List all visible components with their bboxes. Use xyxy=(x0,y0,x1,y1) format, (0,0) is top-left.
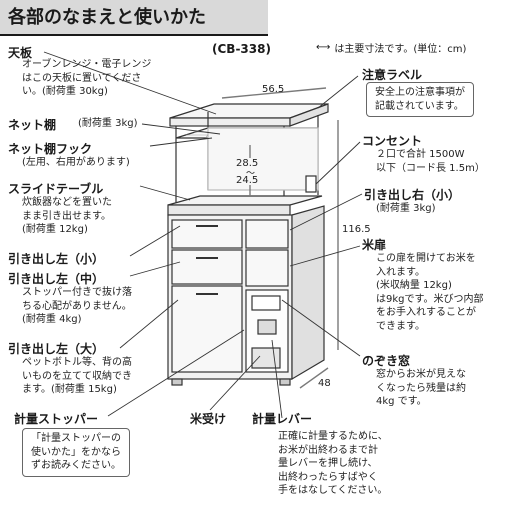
rice-tray-label: 米受け xyxy=(190,412,227,426)
dim-depth: 48 xyxy=(318,378,331,389)
stopper-label: 計量ストッパー xyxy=(14,412,99,426)
slide-table-label: スライドテーブル xyxy=(8,182,104,196)
drawer-left-large-label: 引き出し左（大） xyxy=(8,342,105,356)
net-shelf-label: ネット棚 xyxy=(8,118,57,132)
top-board-desc: オーブンレンジ・電子レンジ はこの天板に置いてくださ い。(耐荷重 30kg) xyxy=(22,59,152,97)
outlet-shape xyxy=(305,175,317,193)
dimension-arrow-icon: ⟷ xyxy=(316,42,331,53)
dim-shelf-h2: 24.5 xyxy=(236,175,259,186)
net-hook-label: ネット棚フック xyxy=(8,142,93,156)
lever-label: 計量レバー xyxy=(252,412,313,426)
dim-height: 116.5 xyxy=(342,224,371,235)
rice-door-desc: この扉を開けてお米を 入れます。 (米収納量 12kg) は9kgです。米びつ内… xyxy=(376,253,484,332)
window-label: のぞき窓 xyxy=(362,354,411,368)
rice-door-label: 米扉 xyxy=(362,238,387,252)
dim-shelf-tilde: 〜 xyxy=(246,169,256,179)
outlet-label: コンセント xyxy=(362,134,423,148)
unit-note: ⟷ は主要寸法です。(単位：cm) xyxy=(316,40,466,55)
net-hook-desc: (左用、右用があります) xyxy=(22,157,130,168)
drawer-left-mid-desc: ストッパー付きで抜け落 ちる心配がありません。 (耐荷重 4kg) xyxy=(22,287,132,325)
top-board-label: 天板 xyxy=(8,46,33,60)
caution-label-title: 注意ラベル xyxy=(362,68,423,82)
drawer-right-label: 引き出し右（小） xyxy=(364,188,461,202)
net-shelf-note: (耐荷重 3kg) xyxy=(78,118,138,129)
slide-table-desc: 炊飯器などを置いた まま引き出せます。 (耐荷重 12kg) xyxy=(22,197,112,235)
model-number: (CB-338) xyxy=(212,42,271,56)
dim-width: 56.5 xyxy=(262,84,285,95)
drawer-right-desc: (耐荷重 3kg) xyxy=(376,203,436,214)
slide-table xyxy=(167,195,323,206)
caution-label-box: 安全上の注意事項が 記載されています。 xyxy=(366,82,474,117)
page-title: 各部のなまえと使いかた xyxy=(0,0,268,36)
drawer-left-small-label: 引き出し左（小） xyxy=(8,252,105,266)
window-desc: 窓からお米が見えな くなったら残量は約 4kg です。 xyxy=(376,369,466,407)
drawer-left-large-desc: ペットボトル等、背の高 いものを立てて収納でき ます。(耐荷重 15kg) xyxy=(22,357,132,395)
drawer-left-mid-label: 引き出し左（中） xyxy=(8,272,105,286)
top-board-front xyxy=(169,117,291,127)
rice-door-shape xyxy=(245,249,289,287)
dim-shelf-h1: 28.5 xyxy=(236,158,259,169)
stopper-note-box: 「計量ストッパーの 使いかた」をかなら ずお読みください。 xyxy=(22,428,130,477)
lever-desc: 正確に計量するために、 お米が出終わるまで計 量レバーを押し続け、 出終わったら… xyxy=(278,431,388,496)
unit-note-text: は主要寸法です。(単位：cm) xyxy=(334,44,467,55)
outlet-desc: ２口で合計 1500W 以下（コード長 1.5m） xyxy=(376,149,485,174)
